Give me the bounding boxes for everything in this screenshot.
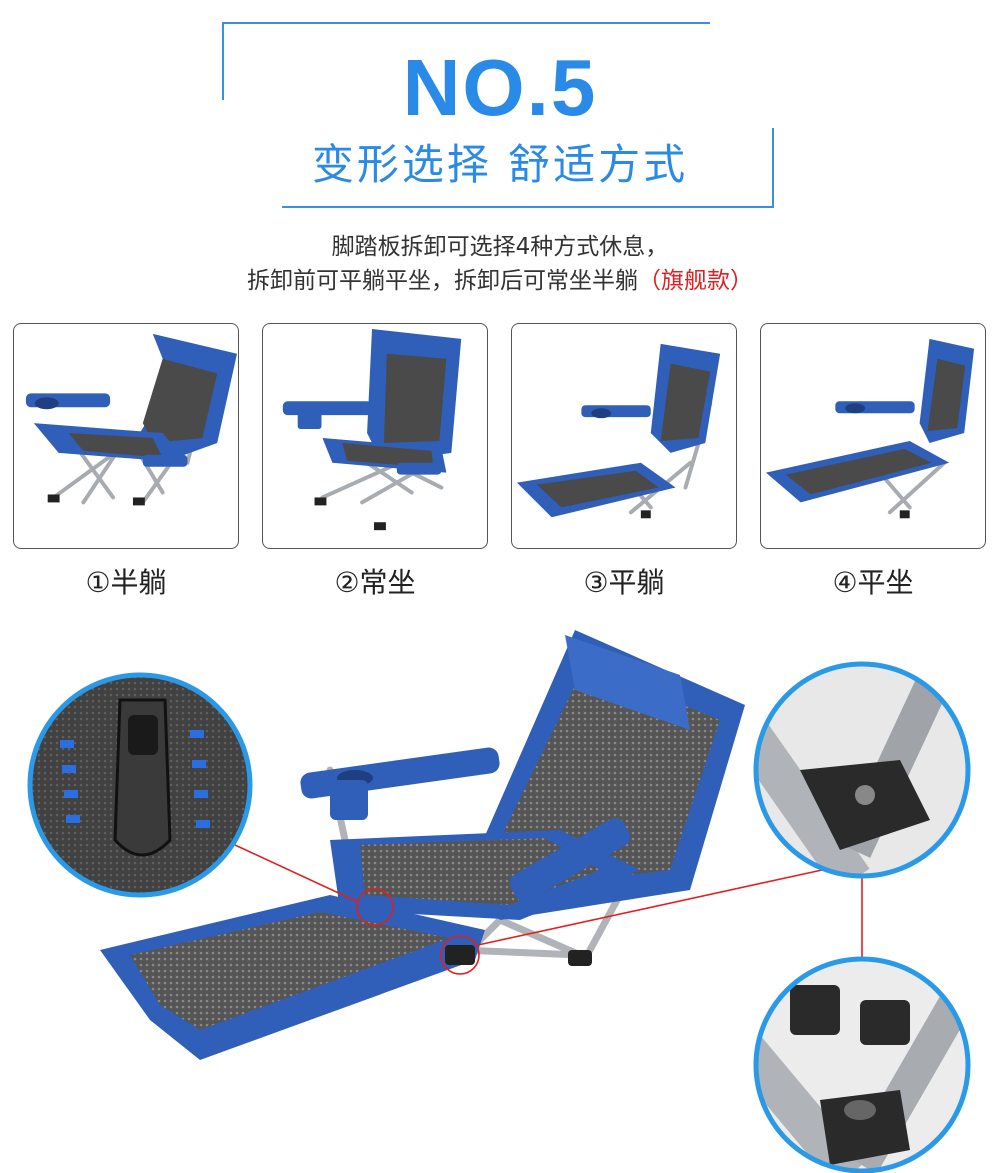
frame-line-top — [222, 22, 710, 24]
page-subtitle: 变形选择 舒适方式 — [311, 140, 689, 189]
chair-half-recline-image — [25, 333, 238, 506]
frame-line-left — [222, 22, 224, 100]
mode-thumbnail-upright — [262, 323, 488, 549]
joint-detail-ring-1 — [753, 661, 971, 879]
chair-upright-image — [282, 328, 462, 531]
hero-illustration — [0, 620, 1000, 1173]
zipper-detail-ring — [27, 672, 253, 898]
chair-flat-sit-image — [765, 338, 975, 519]
mode-thumbnail-flat-sit — [760, 323, 986, 549]
mode-caption-1: ①半躺 — [85, 566, 167, 599]
description-line-2: 拆卸前可平躺平坐，拆卸后可常坐半躺（旗舰款） — [0, 266, 1000, 296]
joint-detail-image-1 — [756, 664, 968, 876]
mode-thumbnail-half-recline — [13, 323, 239, 549]
callout-lines — [234, 844, 863, 975]
armrest-right — [509, 818, 631, 902]
joint-detail-image-2 — [756, 959, 968, 1171]
foot-cap-front — [445, 945, 475, 965]
headrest-pillow — [565, 635, 690, 730]
armrest-left — [300, 747, 500, 799]
cup-holder-pocket — [330, 780, 368, 820]
description-line-2-main: 拆卸前可平躺平坐，拆卸后可常坐半躺 — [247, 268, 638, 294]
page-title: NO.5 — [402, 43, 598, 132]
description-line-1: 脚踏板拆卸可选择4种方式休息， — [331, 234, 669, 260]
frame-line-bottom — [282, 206, 774, 208]
hero-chair-image — [27, 630, 971, 1173]
foot-cap-back — [568, 950, 592, 966]
joint-detail-ring-2 — [753, 956, 971, 1173]
mode-caption-2: ②常坐 — [334, 566, 416, 599]
flagship-highlight: （旗舰款） — [638, 268, 753, 294]
footrest-mesh — [130, 912, 450, 1030]
chair-flat-recline-image — [516, 343, 721, 519]
zipper-detail-image — [30, 675, 250, 895]
mode-caption-3: ③平躺 — [583, 566, 665, 599]
mode-thumbnail-flat-recline — [511, 323, 737, 549]
frame-line-right — [772, 128, 774, 208]
mode-caption-4: ④平坐 — [832, 566, 914, 599]
